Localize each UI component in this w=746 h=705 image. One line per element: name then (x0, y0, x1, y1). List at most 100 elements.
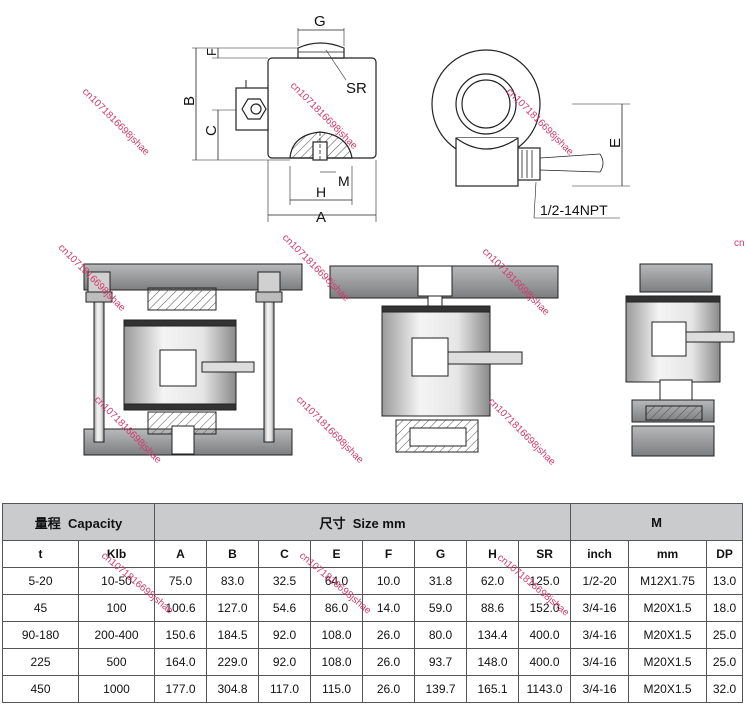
table-cell: 92.0 (258, 621, 312, 649)
spec-table: 量程 Capacity 尺寸 Size mm M t Klb A B C E F… (1, 503, 744, 703)
table-cell: 3/4-16 (570, 621, 630, 649)
table-cell: 108.0 (310, 621, 364, 649)
table-cell: 92.0 (258, 648, 312, 676)
table-cell: 90-180 (2, 621, 79, 649)
table-cell: 26.0 (362, 675, 416, 703)
capacity-header-en: Capacity (68, 515, 123, 531)
col-header: B (206, 540, 260, 568)
table-cell: 93.7 (414, 648, 468, 676)
table-cell: 54.6 (258, 594, 312, 622)
m-header: M (570, 503, 744, 541)
dim-e-label: E (607, 138, 624, 148)
front-view-diagram (192, 28, 377, 222)
m-header-label: M (651, 514, 662, 530)
table-cell: 5-20 (2, 567, 79, 595)
table-cell: 86.0 (310, 594, 364, 622)
table-cell: 139.7 (414, 675, 468, 703)
table-cell: 177.0 (154, 675, 208, 703)
watermark-text: cn1071816698jshae (80, 86, 152, 158)
table-cell: 117.0 (258, 675, 312, 703)
table-cell: 134.4 (466, 621, 520, 649)
col-header: C (258, 540, 312, 568)
dim-sr-label: SR (346, 80, 367, 97)
table-cell: 1/2-20 (570, 567, 630, 595)
col-header: SR (518, 540, 572, 568)
table-group-header-row: 量程 Capacity 尺寸 Size mm M (1, 503, 744, 541)
col-header: E (310, 540, 364, 568)
table-cell: 62.0 (466, 567, 520, 595)
technical-drawing: G F SR B C M H A E 1/2-14NPT (56, 13, 745, 468)
dim-a-label: A (316, 209, 326, 226)
table-cell: 304.8 (206, 675, 260, 703)
dim-g-label: G (314, 13, 326, 30)
table-cell: 14.0 (362, 594, 416, 622)
table-cell: 80.0 (414, 621, 468, 649)
table-cell: 100 (77, 594, 156, 622)
size-header: 尺寸 Size mm (154, 503, 572, 541)
npt-label: 1/2-14NPT (540, 202, 608, 218)
dim-f-label: F (204, 48, 219, 56)
table-cell: 3/4-16 (570, 675, 630, 703)
dim-c-label: C (203, 125, 220, 136)
table-cell: 450 (2, 675, 79, 703)
dim-h-label: H (316, 184, 326, 200)
table-row: 45 100 100.6 127.0 54.6 86.0 14.0 59.0 8… (2, 594, 744, 622)
table-cell: 45 (2, 594, 79, 622)
table-cell: 32.0 (706, 675, 744, 703)
table-cell: 115.0 (310, 675, 364, 703)
col-header: G (414, 540, 468, 568)
table-cell: 108.0 (310, 648, 364, 676)
size-header-en: Size (352, 515, 379, 531)
table-cell: 150.6 (154, 621, 208, 649)
table-row: 90-180 200-400 150.6 184.5 92.0 108.0 26… (2, 621, 744, 649)
table-row: 5-20 10-50 75.0 83.0 32.5 64.0 10.0 31.8… (2, 567, 744, 595)
col-header: Klb (77, 540, 156, 568)
table-cell: 184.5 (206, 621, 260, 649)
table-cell: 125.0 (518, 567, 572, 595)
table-cell: 127.0 (206, 594, 260, 622)
table-cell: 18.0 (706, 594, 744, 622)
table-cell: 400.0 (518, 648, 572, 676)
col-header: inch (570, 540, 630, 568)
table-cell: 500 (77, 648, 156, 676)
table-cell: 3/4-16 (570, 648, 630, 676)
table-cell: M12X1.75 (628, 567, 708, 595)
watermark-text: cn1071816698jshae (294, 394, 366, 466)
table-cell: 225 (2, 648, 79, 676)
col-header: F (362, 540, 416, 568)
table-row: 450 1000 177.0 304.8 117.0 115.0 26.0 13… (2, 675, 744, 703)
top-view-diagram (431, 49, 630, 219)
table-cell: M20X1.5 (628, 648, 708, 676)
table-cell: 13.0 (706, 567, 744, 595)
table-cell: 83.0 (206, 567, 260, 595)
table-cell: 64.0 (310, 567, 364, 595)
watermark-text: cn1071816698jshae (486, 396, 558, 468)
table-cell: 165.1 (466, 675, 520, 703)
table-cell: 400.0 (518, 621, 572, 649)
table-cell: 26.0 (362, 648, 416, 676)
table-cell: 100.6 (154, 594, 208, 622)
table-column-header-row: t Klb A B C E F G H SR inch mm DP (2, 540, 744, 568)
table-cell: 1143.0 (518, 675, 572, 703)
table-cell: M20X1.5 (628, 621, 708, 649)
table-cell: 75.0 (154, 567, 208, 595)
table-cell: 148.0 (466, 648, 520, 676)
table-cell: 10.0 (362, 567, 416, 595)
dim-m-label: M (338, 173, 350, 189)
size-header-cn: 尺寸 (319, 515, 346, 531)
table-cell: 25.0 (706, 648, 744, 676)
col-header: A (154, 540, 208, 568)
assembly-stacked-mount (625, 263, 735, 457)
table-cell: 1000 (77, 675, 156, 703)
table-cell: M20X1.5 (628, 594, 708, 622)
table-cell: 59.0 (414, 594, 468, 622)
table-cell: 32.5 (258, 567, 312, 595)
table-cell: 88.6 (466, 594, 520, 622)
table-cell: 3/4-16 (570, 594, 630, 622)
col-header: DP (706, 540, 744, 568)
size-header-unit: mm (382, 515, 406, 531)
col-header: t (2, 540, 79, 568)
col-header: mm (628, 540, 708, 568)
table-cell: 10-50 (77, 567, 156, 595)
table-cell: M20X1.5 (628, 675, 708, 703)
